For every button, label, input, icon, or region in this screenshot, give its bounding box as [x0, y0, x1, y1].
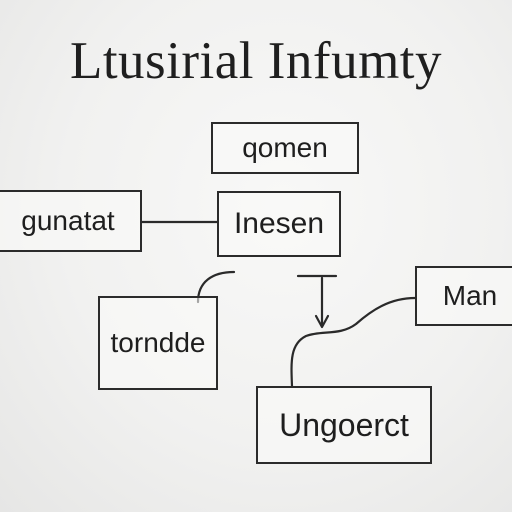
node-inesen-label: Inesen: [233, 207, 325, 240]
node-man: Man: [415, 266, 512, 326]
node-torndde: torndde: [98, 296, 218, 390]
node-inesen: Inesen: [217, 191, 341, 257]
node-qomen-label: qomen: [242, 132, 328, 163]
node-qomen: qomen: [211, 122, 359, 174]
connector-right-to-bottom: [290, 296, 417, 388]
node-ungoerct-label: Ungoerct: [279, 406, 409, 443]
node-torndde-label: torndde: [110, 327, 206, 358]
diagram-title: Ltusirial Infumty: [69, 32, 443, 90]
node-gunatat-label: gunatat: [21, 205, 115, 236]
node-man-label: Man: [442, 280, 498, 311]
connector-down-arrow: [296, 274, 338, 329]
node-ungoerct: Ungoerct: [256, 386, 432, 464]
node-gunatat: gunatat: [0, 190, 142, 252]
